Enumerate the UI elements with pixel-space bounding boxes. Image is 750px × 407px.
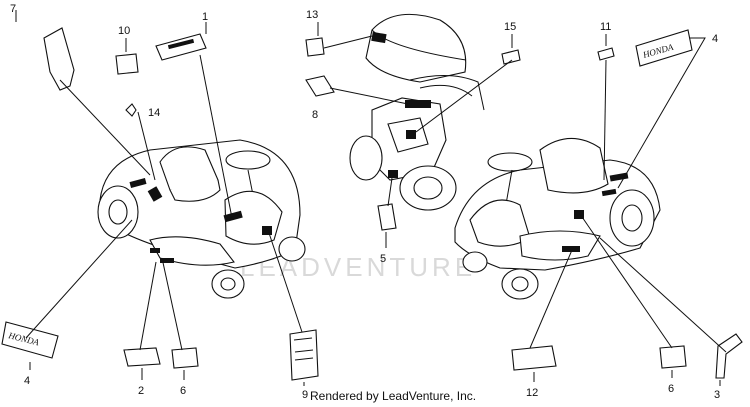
decal-3 — [715, 333, 743, 379]
credit-text: Rendered by LeadVenture, Inc. — [310, 389, 476, 403]
decal-2 — [123, 347, 161, 367]
callout-6-right: 6 — [668, 383, 674, 395]
callout-5: 5 — [380, 253, 386, 265]
callout-13: 13 — [306, 9, 318, 21]
callout-9: 9 — [302, 389, 308, 401]
decal-6-left — [171, 347, 199, 369]
engine-center — [349, 13, 485, 211]
decal-12 — [511, 345, 557, 371]
decal-11 — [597, 47, 615, 61]
decal-8 — [305, 75, 335, 97]
mower-right — [454, 137, 661, 300]
callout-7: 7 — [10, 3, 16, 15]
decal-15 — [501, 49, 521, 65]
callout-1: 1 — [202, 11, 208, 23]
decal-1 — [155, 33, 207, 61]
callout-2: 2 — [138, 385, 144, 397]
callout-14: 14 — [148, 107, 160, 119]
decal-13 — [305, 37, 325, 57]
callout-4-right: 4 — [712, 33, 718, 45]
callout-6-left: 6 — [180, 385, 186, 397]
callout-10: 10 — [118, 25, 130, 37]
mower-left — [97, 139, 306, 299]
emblem-4-right: HONDA — [635, 29, 693, 67]
callout-11: 11 — [600, 21, 611, 33]
decal-5 — [377, 203, 397, 231]
callout-15: 15 — [504, 21, 516, 33]
callout-3: 3 — [714, 389, 720, 401]
decal-6-right — [659, 345, 687, 369]
decal-7 — [43, 27, 75, 91]
emblem-4-left: HONDA — [1, 321, 59, 359]
decal-14 — [125, 103, 137, 117]
callout-8: 8 — [312, 109, 318, 121]
callout-4-left: 4 — [24, 375, 30, 387]
decal-10 — [115, 53, 139, 75]
decal-9 — [289, 329, 319, 381]
leader-lines — [15, 10, 727, 386]
callout-12: 12 — [526, 387, 538, 399]
